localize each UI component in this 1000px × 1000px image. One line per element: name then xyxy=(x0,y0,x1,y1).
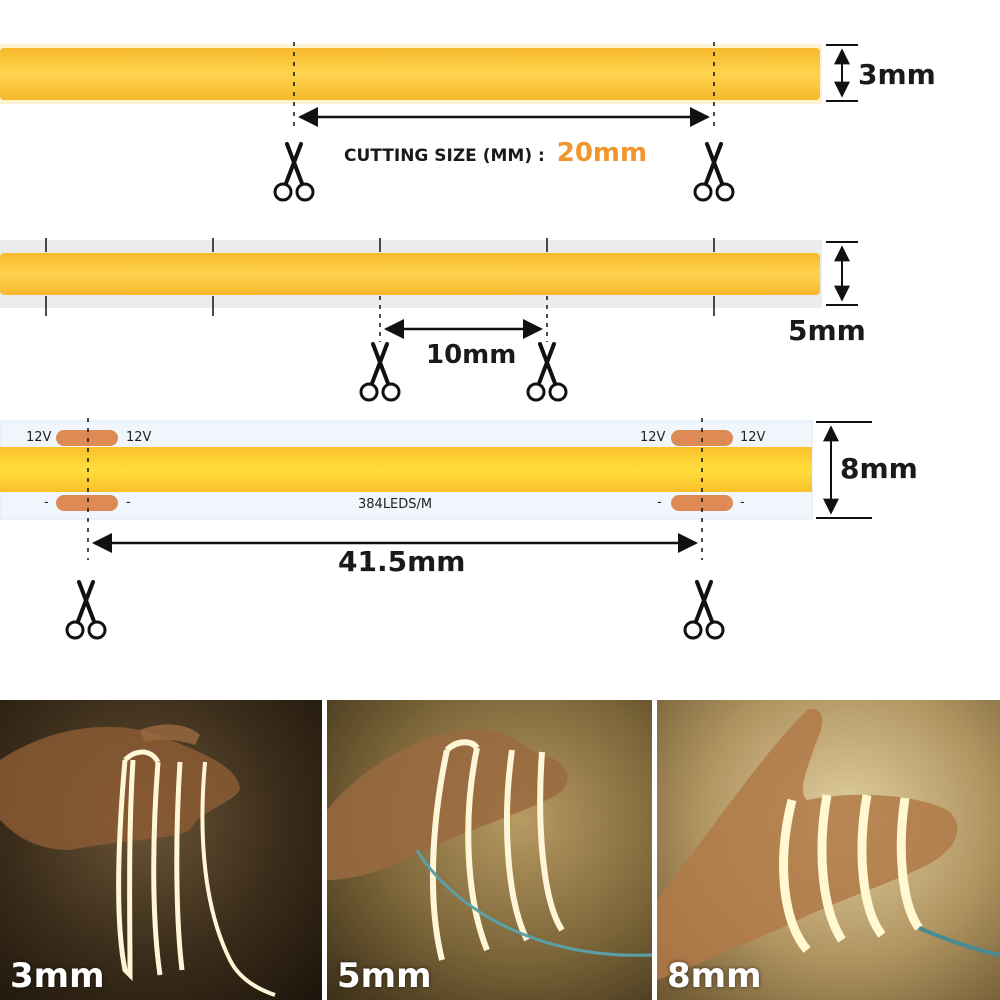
scissors-icon xyxy=(526,342,568,402)
strip-3mm xyxy=(0,42,858,202)
pad-minus-label: - xyxy=(740,495,745,510)
solder-pad xyxy=(56,495,118,511)
photo-5mm: 5mm xyxy=(327,700,652,1000)
photo-label: 5mm xyxy=(337,956,432,996)
photo-3mm: 3mm xyxy=(0,700,322,1000)
strip-8mm xyxy=(0,418,872,640)
cutting-size-value: 20mm xyxy=(556,138,648,168)
strip-diagram xyxy=(0,42,872,640)
scissors-icon xyxy=(683,580,725,640)
scissors-icon xyxy=(693,142,735,202)
photo-8mm: 8mm xyxy=(657,700,1000,1000)
scissors-icon xyxy=(359,342,401,402)
pad-voltage-label: 12V xyxy=(26,430,52,445)
scissors-icon xyxy=(65,580,107,640)
width-label-3mm: 3mm xyxy=(858,58,936,91)
photo-label: 8mm xyxy=(667,956,762,996)
scissors-icon xyxy=(273,142,315,202)
pad-voltage-label: 12V xyxy=(126,430,152,445)
pad-voltage-label: 12V xyxy=(640,430,666,445)
width-label-5mm: 5mm xyxy=(788,314,866,347)
strip-5mm xyxy=(0,238,858,402)
hand-led-image xyxy=(327,729,652,961)
cutting-size-label: CUTTING SIZE (MM) : 20mm xyxy=(344,138,647,168)
cut-length-8mm: 41.5mm xyxy=(338,545,466,578)
density-label: 384LEDS/M xyxy=(358,497,433,512)
pad-voltage-label: 12V xyxy=(740,430,766,445)
pad-minus-label: - xyxy=(44,495,49,510)
photo-label: 3mm xyxy=(10,956,105,996)
solder-pad xyxy=(56,430,118,446)
hand-led-image xyxy=(657,709,1000,980)
cutting-size-prefix: CUTTING SIZE (MM) : xyxy=(344,146,545,166)
pad-minus-label: - xyxy=(126,495,131,510)
hand-led-image xyxy=(0,724,276,997)
solder-pad xyxy=(671,495,733,511)
pad-minus-label: - xyxy=(657,495,662,510)
width-label-8mm: 8mm xyxy=(840,452,918,485)
cut-length-5mm: 10mm xyxy=(426,340,517,370)
